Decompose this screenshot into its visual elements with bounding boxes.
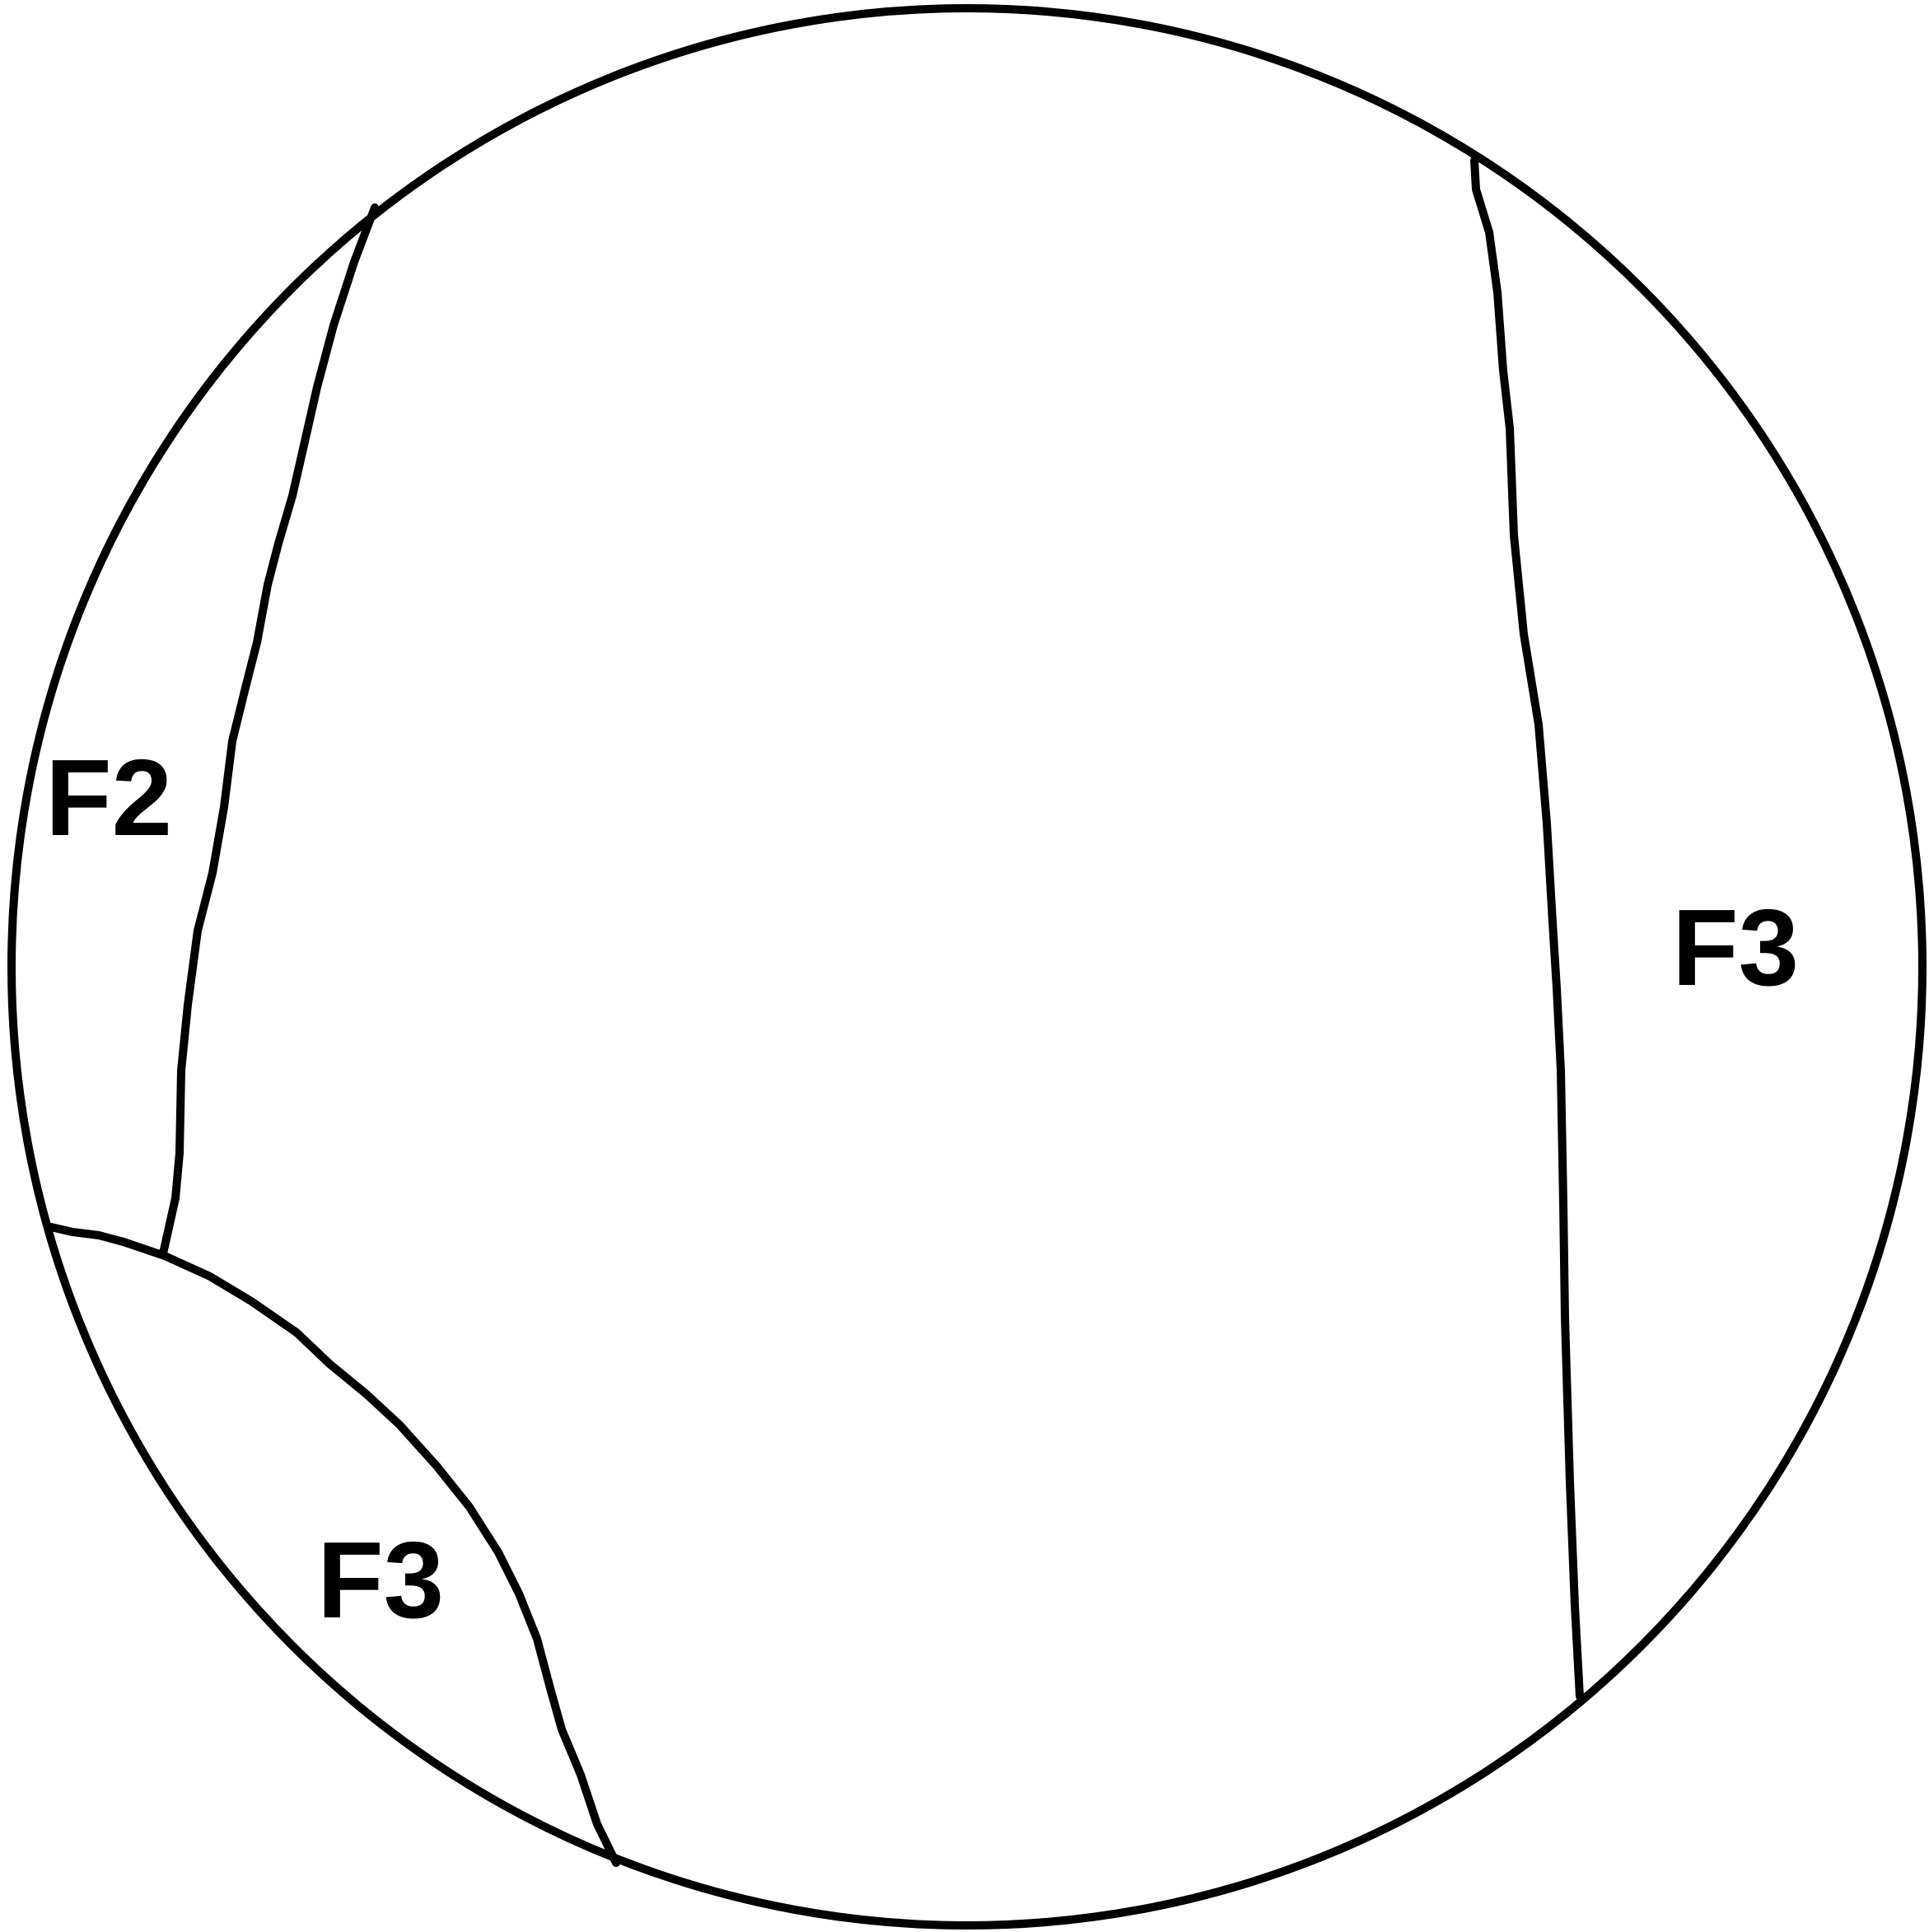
right-boundary-line bbox=[1470, 156, 1584, 1701]
region-label-f2: F2 bbox=[45, 737, 172, 858]
bottom-left-boundary-curve bbox=[47, 1223, 620, 1867]
outer-circle bbox=[7, 4, 1927, 1930]
region-label-f3-bottom-left: F3 bbox=[317, 1519, 444, 1640]
region-label-f3-right: F3 bbox=[1672, 887, 1799, 1008]
left-boundary-line bbox=[159, 203, 379, 1258]
